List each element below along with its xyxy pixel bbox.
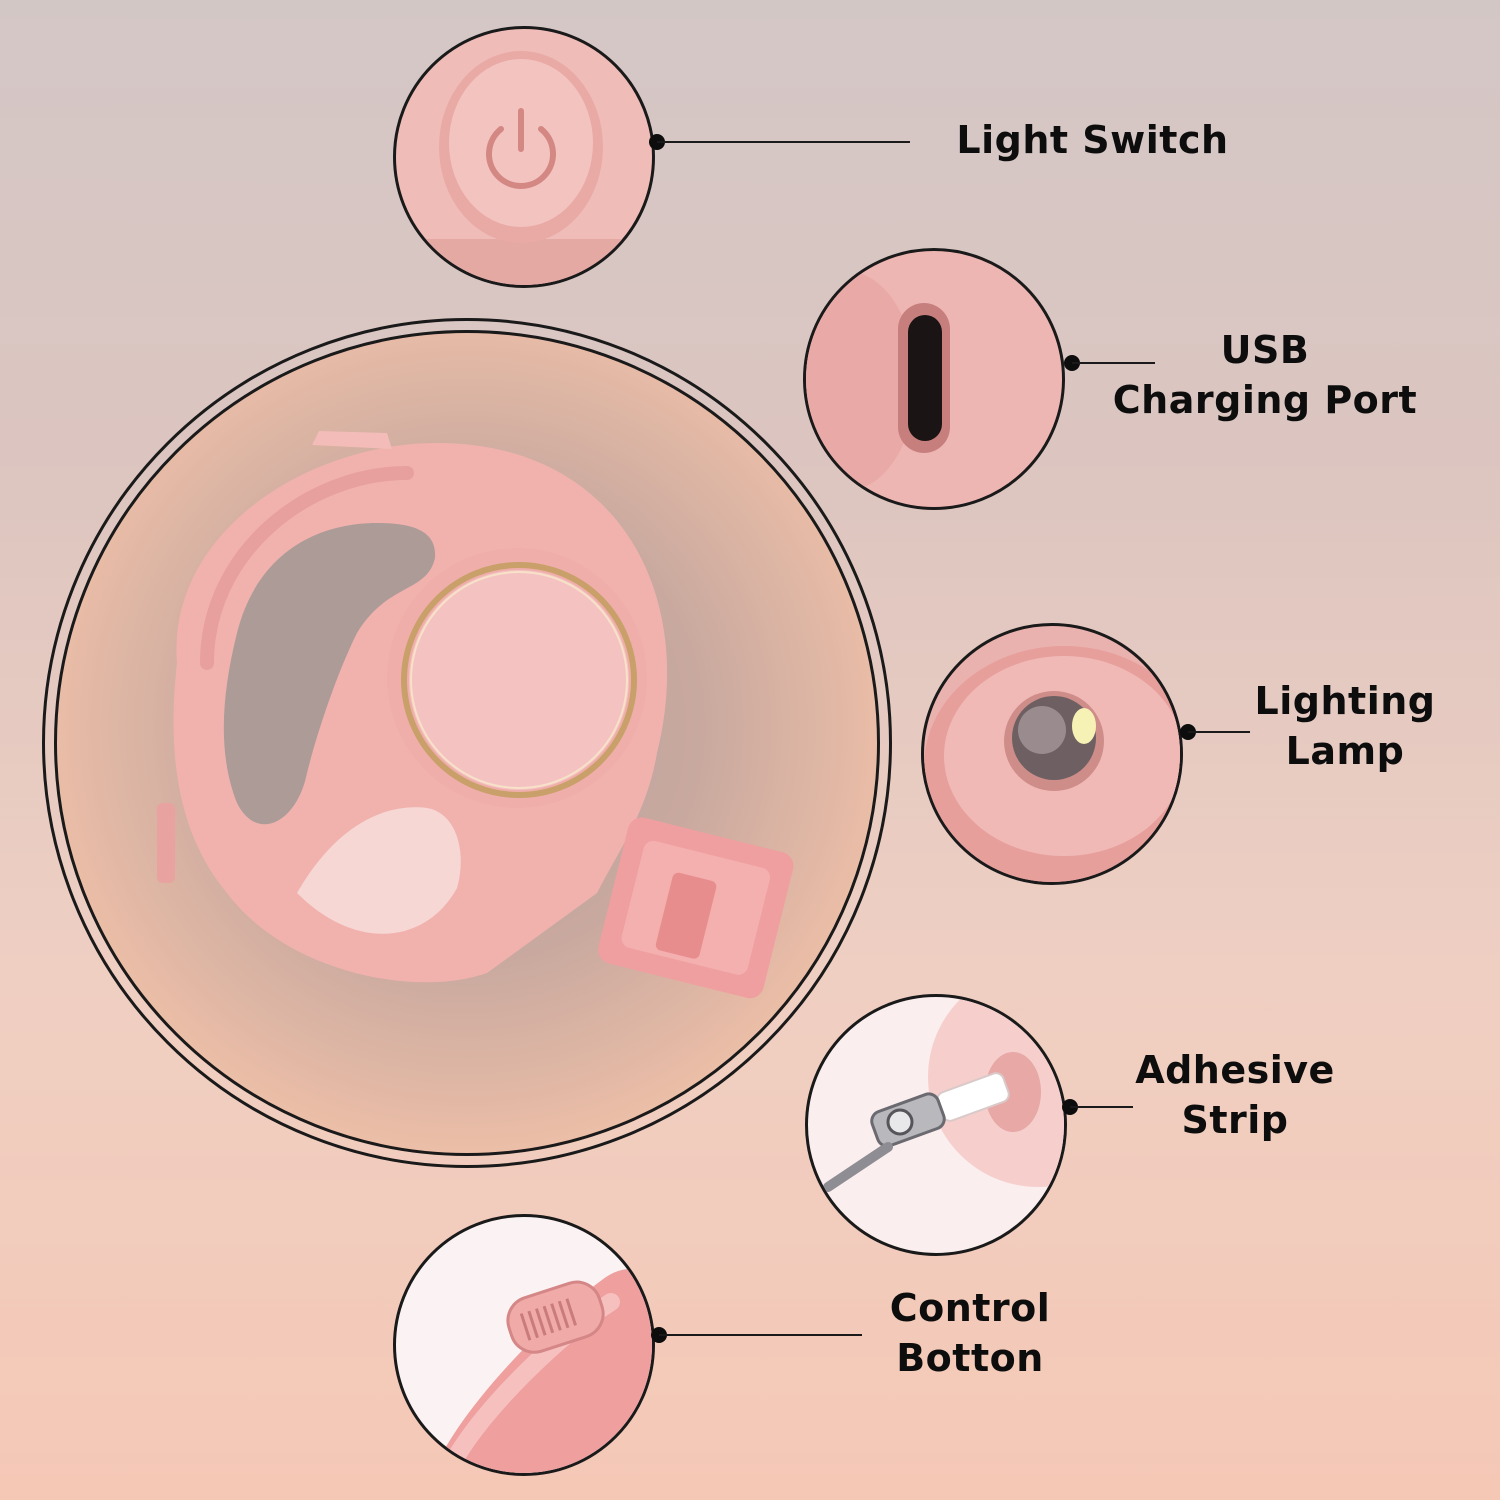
light-switch-pointer-line (657, 141, 910, 143)
usb-port-pointer-line (1072, 362, 1155, 364)
retractable-leash-image (157, 431, 794, 999)
handle-opening (223, 523, 436, 825)
main-product-circle (54, 330, 880, 1156)
adhesive-strip-label: Adhesive Strip (1135, 1048, 1335, 1142)
lighting-lamp-thumbnail (921, 623, 1183, 885)
leash-hook-icon (823, 997, 1064, 1192)
lighting-lamp-pointer-line (1188, 731, 1250, 733)
light-switch-label: Light Switch (956, 118, 1229, 162)
leash-clip-box (598, 817, 794, 999)
power-button-icon (396, 51, 652, 285)
usb-port-thumbnail (803, 248, 1065, 510)
gold-ring (401, 562, 637, 798)
lamp-lens-icon (924, 646, 1180, 882)
lighting-lamp-label: Lighting Lamp (1254, 679, 1436, 773)
adhesive-strip-pointer-line (1070, 1106, 1133, 1108)
main-outer-ring (42, 318, 892, 1168)
usb-port-label: USB Charging Port (1112, 328, 1418, 422)
usb-c-port-icon (806, 271, 950, 491)
light-switch-thumbnail (393, 26, 655, 288)
control-button-label: Control Botton (889, 1286, 1051, 1380)
control-button-pointer-line (659, 1334, 862, 1336)
adhesive-strip-thumbnail (805, 994, 1067, 1256)
slider-button-icon (436, 1268, 652, 1473)
control-button-thumbnail (393, 1214, 655, 1476)
